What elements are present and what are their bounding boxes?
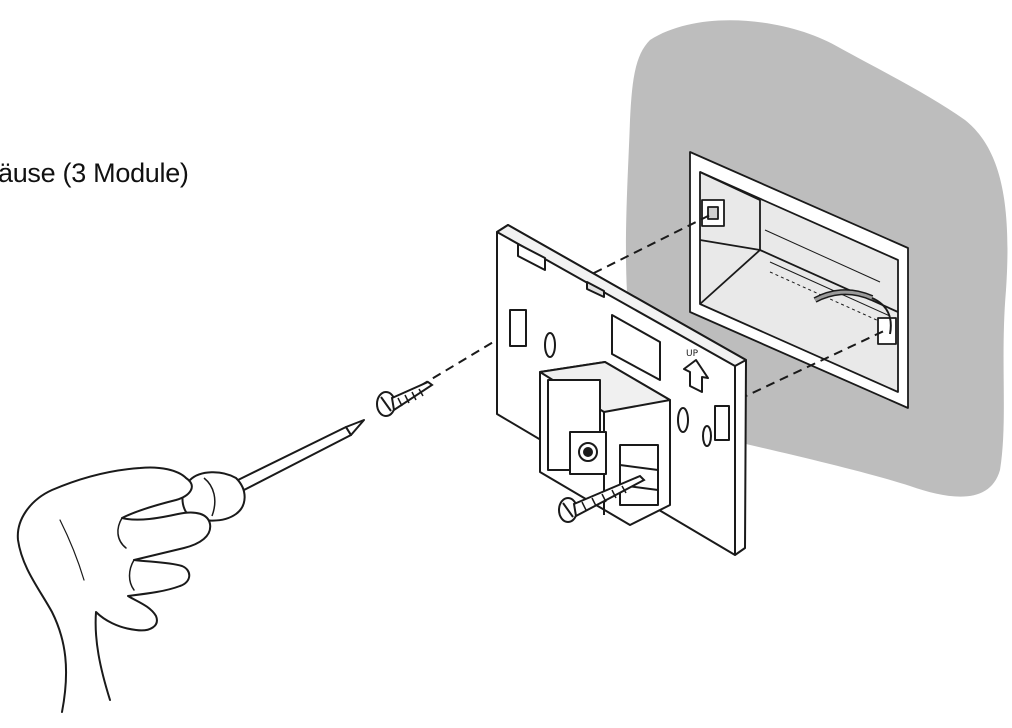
screw-lower-icon — [558, 474, 646, 523]
hand-icon — [16, 466, 212, 713]
screwdriver-icon — [181, 419, 365, 522]
screw-upper-icon — [376, 380, 434, 417]
caption-text: äuse (3 Module) — [0, 158, 189, 188]
plate-up-label: UP — [686, 349, 699, 359]
wall-box — [689, 151, 909, 409]
